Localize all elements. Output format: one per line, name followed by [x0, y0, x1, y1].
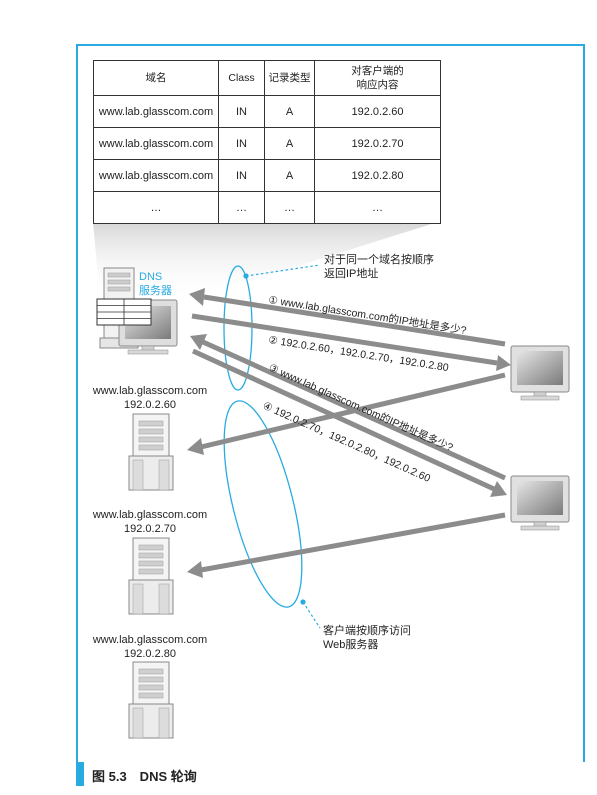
note-bottom-line2: Web服务器 — [323, 638, 378, 651]
header-record-type: 记录类型 — [264, 60, 315, 96]
arrow-response-2-head — [490, 481, 507, 497]
message-arrows — [187, 288, 511, 578]
cell-response: 192.0.2.70 — [314, 127, 441, 160]
web-server-1-name: www.lab.glasscom.com — [92, 385, 207, 397]
cell-response: … — [314, 191, 441, 224]
arrow-response-2 — [191, 348, 496, 492]
client-computer-1-icon — [510, 345, 570, 401]
arrow-response-1 — [191, 313, 498, 366]
web-server-1-ip: 192.0.2.60 — [124, 399, 176, 411]
cell-domain: www.lab.glasscom.com — [93, 159, 219, 192]
dns-server-icon — [96, 267, 178, 355]
table-header-row: 域名 Class 记录类型 对客户端的 响应内容 — [93, 60, 441, 96]
cell-class: IN — [218, 95, 265, 128]
web-server-2-ip: 192.0.2.70 — [124, 523, 176, 535]
cell-class: IN — [218, 127, 265, 160]
table-row: … … … … — [93, 191, 441, 224]
cell-domain: www.lab.glasscom.com — [93, 127, 219, 160]
dns-round-robin-ellipse — [223, 265, 253, 391]
cell-type: … — [264, 191, 315, 224]
note-top-line1: 对于同一个域名按顺序 — [324, 252, 434, 266]
arrow-access-web2-head — [187, 561, 203, 578]
client-round-robin-ellipse — [223, 400, 303, 608]
cell-type: A — [264, 159, 315, 192]
zoom-funnel — [93, 222, 438, 300]
web-server-3-icon — [128, 661, 174, 739]
web-server-2-name: www.lab.glasscom.com — [92, 509, 207, 521]
arrow-access-web2 — [200, 512, 506, 573]
table-row: www.lab.glasscom.com IN A 192.0.2.80 — [93, 159, 441, 192]
table-row: www.lab.glasscom.com IN A 192.0.2.60 — [93, 95, 441, 128]
web-server-3-ip: 192.0.2.80 — [124, 648, 176, 660]
note-top-line2: 返回IP地址 — [324, 266, 378, 280]
arrow-access-web1 — [200, 372, 506, 450]
note-top-leader — [245, 264, 321, 277]
cell-domain: www.lab.glasscom.com — [93, 95, 219, 128]
web-server-3-name: www.lab.glasscom.com — [92, 634, 207, 646]
cell-response: 192.0.2.60 — [314, 95, 441, 128]
dns-table-icon — [96, 298, 152, 326]
header-domain: 域名 — [93, 60, 219, 96]
arrow-query-2-head — [190, 334, 207, 350]
dns-record-table: 域名 Class 记录类型 对客户端的 响应内容 www.lab.glassco… — [93, 60, 441, 224]
cell-response: 192.0.2.80 — [314, 159, 441, 192]
table-row: www.lab.glasscom.com IN A 192.0.2.70 — [93, 127, 441, 160]
cell-type: A — [264, 95, 315, 128]
cell-class: IN — [218, 159, 265, 192]
cell-type: A — [264, 127, 315, 160]
note-bottom-line1: 客户端按顺序访问 — [323, 623, 411, 637]
arrow-query-1 — [203, 294, 506, 347]
note-bottom-dot — [300, 599, 306, 605]
cell-class: … — [218, 191, 265, 224]
web-server-1-icon — [128, 413, 174, 491]
arrow-response-1-head — [496, 355, 511, 371]
header-response: 对客户端的 响应内容 — [314, 60, 441, 96]
header-class: Class — [218, 60, 265, 96]
client-computer-2-icon — [510, 475, 570, 531]
figure-caption: 图 5.3 DNS 轮询 — [92, 769, 197, 784]
arrow-query-1-head — [189, 288, 205, 306]
message-3: ③ www.lab.glasscom.com的IP地址是多少? — [267, 361, 455, 454]
note-bottom-leader — [302, 601, 321, 629]
figure-frame — [76, 44, 585, 762]
web-server-2-icon — [128, 537, 174, 615]
dns-server-label-line1: DNS — [139, 271, 162, 283]
caption-accent-bar — [76, 762, 84, 786]
cell-domain: … — [93, 191, 219, 224]
dns-server-label-line2: 服务器 — [139, 284, 172, 297]
arrow-access-web1-head — [187, 438, 204, 455]
